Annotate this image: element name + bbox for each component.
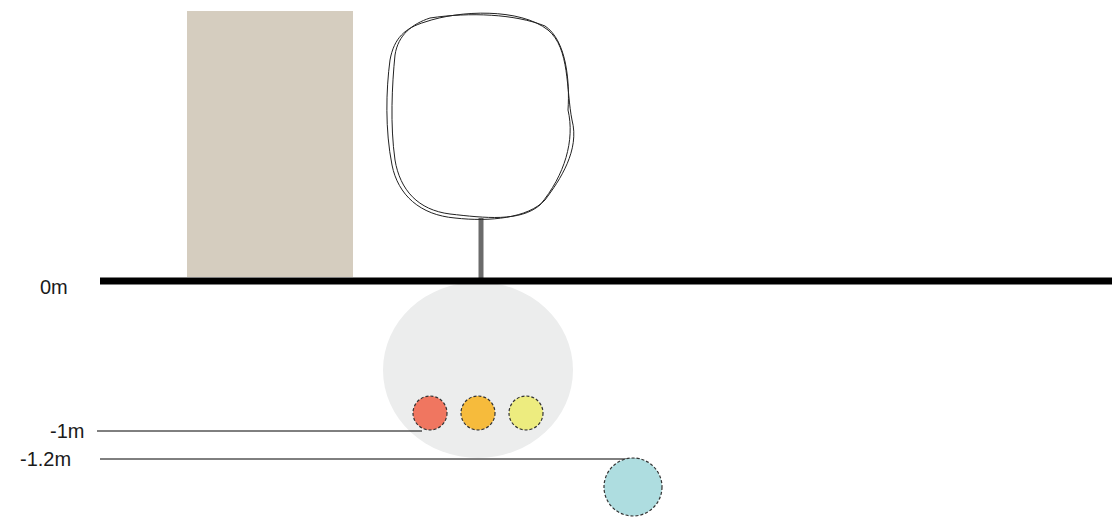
depth-label: -1m — [50, 421, 84, 441]
building — [187, 11, 353, 277]
depth-label: -1.2m — [20, 449, 71, 469]
tree-trunk — [479, 218, 484, 279]
depth-label: 0m — [40, 277, 68, 297]
tree-canopy — [387, 13, 574, 219]
root-zone — [383, 282, 573, 458]
depth-line — [97, 431, 422, 432]
pipe-blue — [604, 458, 662, 516]
tree-canopy — [392, 15, 570, 218]
ground-line — [100, 278, 1112, 285]
depth-line — [100, 459, 640, 460]
pipe-yellow — [509, 396, 543, 430]
pipe-orange — [461, 396, 495, 430]
pipe-red — [413, 396, 447, 430]
